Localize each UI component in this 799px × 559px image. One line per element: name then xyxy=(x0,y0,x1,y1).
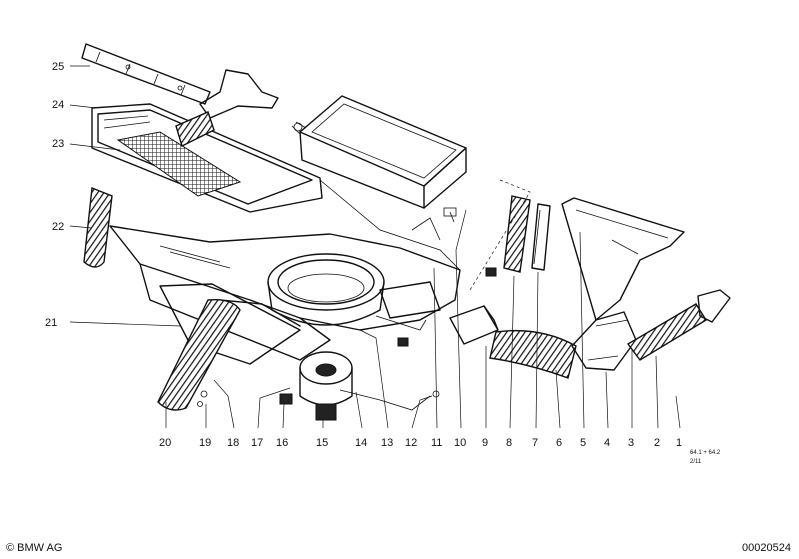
part-20-hose xyxy=(157,299,241,411)
sheet-code: 2/11 xyxy=(690,459,702,465)
part-25-bracket xyxy=(81,43,211,105)
callout-15: 15 xyxy=(316,437,328,449)
copyright-label: © BMW AG xyxy=(6,542,63,554)
callout-10: 10 xyxy=(454,437,466,449)
defroster-nozzle xyxy=(175,69,279,147)
callout-1: 1 xyxy=(676,437,682,449)
callout-24: 24 xyxy=(52,99,64,111)
callout-16: 16 xyxy=(276,437,288,449)
callout-3: 3 xyxy=(628,437,634,449)
callout-14: 14 xyxy=(355,437,367,449)
callout-2: 2 xyxy=(654,437,660,449)
callout-13: 13 xyxy=(381,437,393,449)
part-19-screw xyxy=(197,390,208,407)
callout-21: 21 xyxy=(45,317,57,329)
heater-core-box xyxy=(291,95,467,209)
callout-20: 20 xyxy=(159,437,171,449)
callout-25: 25 xyxy=(52,61,64,73)
part-2-hose xyxy=(626,289,731,361)
flap-assembly xyxy=(375,207,457,347)
blower-fan xyxy=(267,253,385,326)
callout-5: 5 xyxy=(580,437,586,449)
part-5-outlet xyxy=(561,197,685,371)
callout-4: 4 xyxy=(604,437,610,449)
part-7-tube xyxy=(531,203,551,271)
callout-18: 18 xyxy=(227,437,239,449)
part-22-hose xyxy=(83,187,113,268)
callout-19: 19 xyxy=(199,437,211,449)
part-23-filter-mesh xyxy=(116,131,242,197)
callout-23: 23 xyxy=(52,138,64,150)
callout-22: 22 xyxy=(52,221,64,233)
group-code: 64.1 + 64.2 xyxy=(690,450,721,456)
callout-8: 8 xyxy=(506,437,512,449)
heater-housing xyxy=(109,179,461,365)
callout-11: 11 xyxy=(431,437,442,449)
callout-17: 17 xyxy=(251,437,263,449)
callout-12: 12 xyxy=(405,437,417,449)
part-24-duct-frame xyxy=(91,103,323,213)
callout-6: 6 xyxy=(556,437,562,449)
callout-7: 7 xyxy=(532,437,538,449)
part-8-hose xyxy=(503,195,531,273)
part-number-labels: 25 24 23 22 21 20 19 18 17 16 15 14 13 1… xyxy=(45,61,721,465)
leader-lines xyxy=(69,65,681,429)
image-number-label: 00020524 xyxy=(742,542,791,554)
part-15-blower-motor xyxy=(279,351,440,421)
part-6-hose xyxy=(489,329,577,379)
diagram-drawing xyxy=(81,43,731,421)
part-9-connector xyxy=(449,267,499,345)
callout-9: 9 xyxy=(482,437,488,449)
